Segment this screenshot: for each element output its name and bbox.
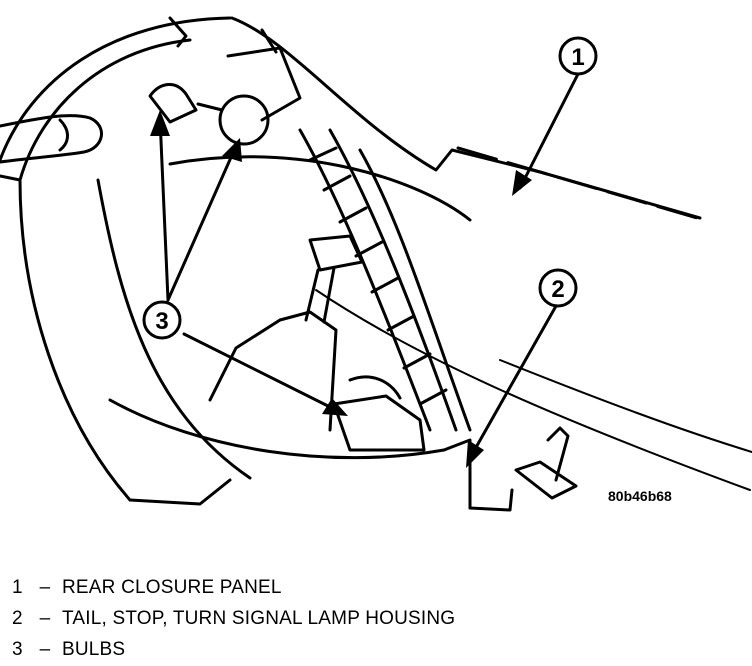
leader-lines — [158, 72, 580, 460]
upper-bulb-socket-drawing — [148, 16, 302, 146]
lamp-housing-illustration: 1 2 3 — [0, 16, 752, 512]
arrowhead-1 — [512, 170, 532, 196]
legend-text: TAIL, STOP, TURN SIGNAL LAMP HOUSING — [62, 608, 456, 629]
leader-line-1 — [518, 72, 580, 190]
leader-line-3c — [182, 332, 342, 414]
legend-dash: – — [39, 608, 51, 629]
mounting-stud-drawing — [514, 426, 578, 500]
callout-3: 3 — [142, 300, 182, 340]
lamp-housing-drawing — [0, 16, 514, 512]
legend-number: 1 — [12, 577, 23, 598]
legend-item-1: 1–REAR CLOSURE PANEL — [12, 572, 712, 603]
legend-text: REAR CLOSURE PANEL — [62, 577, 282, 598]
callout-1: 1 — [558, 36, 598, 76]
legend-dash: – — [39, 577, 51, 598]
legend-number: 3 — [12, 639, 23, 660]
legend-item-3: 3–BULBS — [12, 634, 712, 665]
svg-text:3: 3 — [155, 308, 168, 335]
arrowhead-2 — [466, 440, 484, 468]
svg-text:2: 2 — [551, 276, 564, 303]
arrowhead-3b — [222, 138, 242, 162]
leader-line-3a — [158, 116, 170, 302]
leader-line-3b — [166, 144, 238, 302]
arrowhead-3a — [150, 110, 170, 136]
legend-number: 2 — [12, 608, 23, 629]
rear-closure-panel-drawing — [230, 16, 752, 491]
hand-drawing — [0, 114, 103, 182]
legend-dash: – — [39, 639, 51, 660]
svg-text:1: 1 — [571, 44, 584, 71]
arrowhead-3c — [322, 398, 348, 416]
wire-harness-drawing — [298, 128, 472, 432]
callout-2: 2 — [538, 268, 578, 308]
legend-text: BULBS — [62, 639, 126, 660]
legend: 1–REAR CLOSURE PANEL 2–TAIL, STOP, TURN … — [12, 572, 712, 665]
figure-id-code: 80b46b68 — [608, 488, 672, 504]
leader-line-2 — [468, 304, 558, 460]
legend-item-2: 2–TAIL, STOP, TURN SIGNAL LAMP HOUSING — [12, 603, 712, 634]
arrowheads — [150, 110, 532, 468]
lower-bulb-socket-drawing — [208, 234, 426, 452]
